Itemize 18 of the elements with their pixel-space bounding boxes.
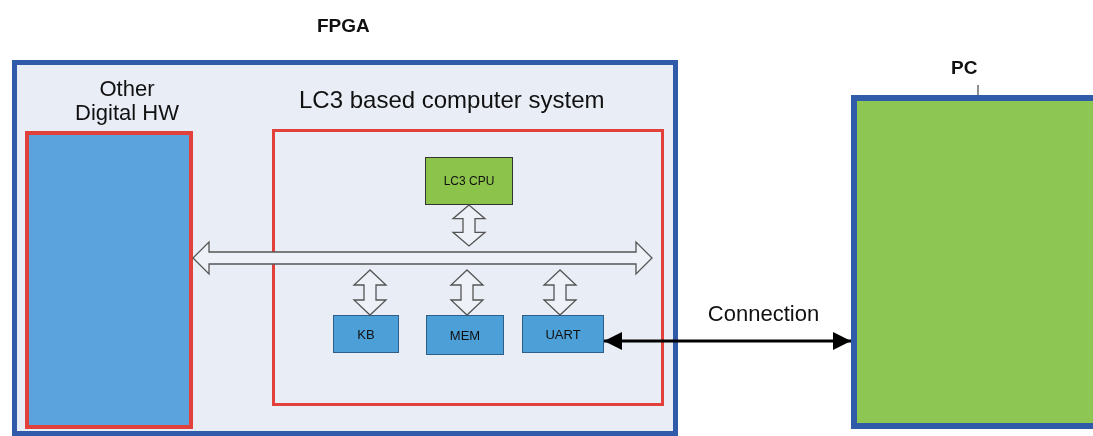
bus-arrow (451, 204, 487, 247)
cpu-box (425, 157, 513, 205)
bus-arrow (192, 240, 653, 276)
box-label: KB (356, 326, 376, 342)
container-title: FPGA (317, 15, 370, 37)
box-label: UART (544, 326, 582, 342)
bus-arrow (449, 269, 485, 316)
connection-arrow (604, 332, 851, 350)
bus-arrow (542, 269, 578, 316)
box-title: PC (951, 57, 978, 79)
block-heading: Other Digital HW (74, 77, 180, 126)
box-label: LC3 CPU (442, 174, 496, 188)
component-box (522, 315, 604, 353)
component-box (426, 315, 504, 355)
component-box (333, 315, 399, 353)
box-label: MEM (448, 327, 482, 343)
group-heading: LC3 based computer system (299, 86, 605, 114)
bus-arrow (352, 269, 388, 316)
